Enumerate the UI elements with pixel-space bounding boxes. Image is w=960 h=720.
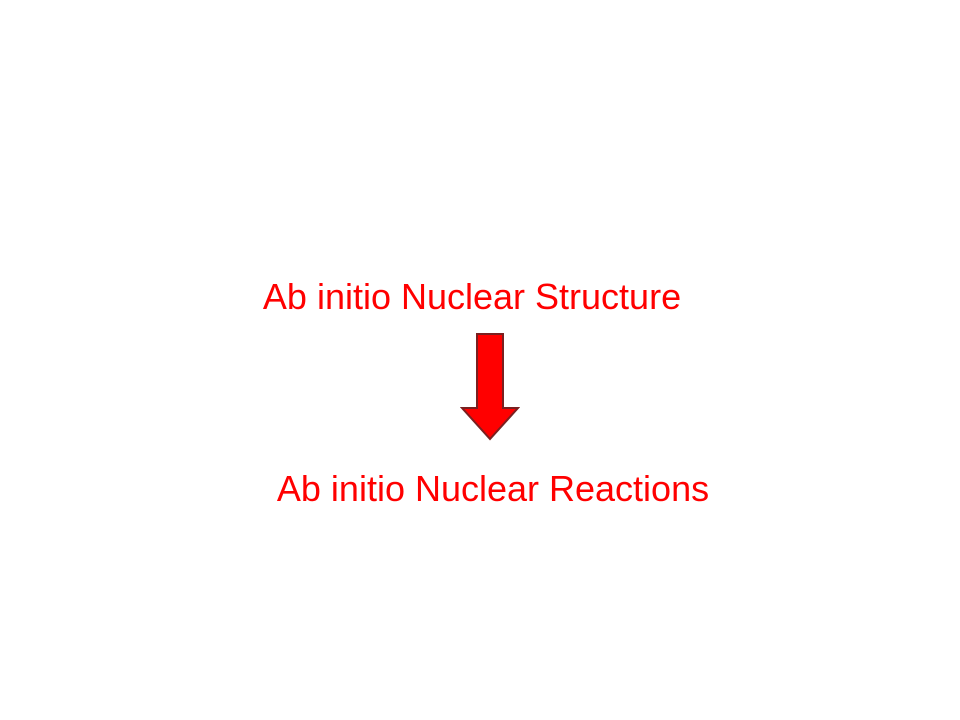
reactions-label: Ab initio Nuclear Reactions: [276, 468, 710, 509]
structure-label: Ab initio Nuclear Structure: [262, 276, 682, 317]
arrow-down-icon: [460, 333, 520, 441]
